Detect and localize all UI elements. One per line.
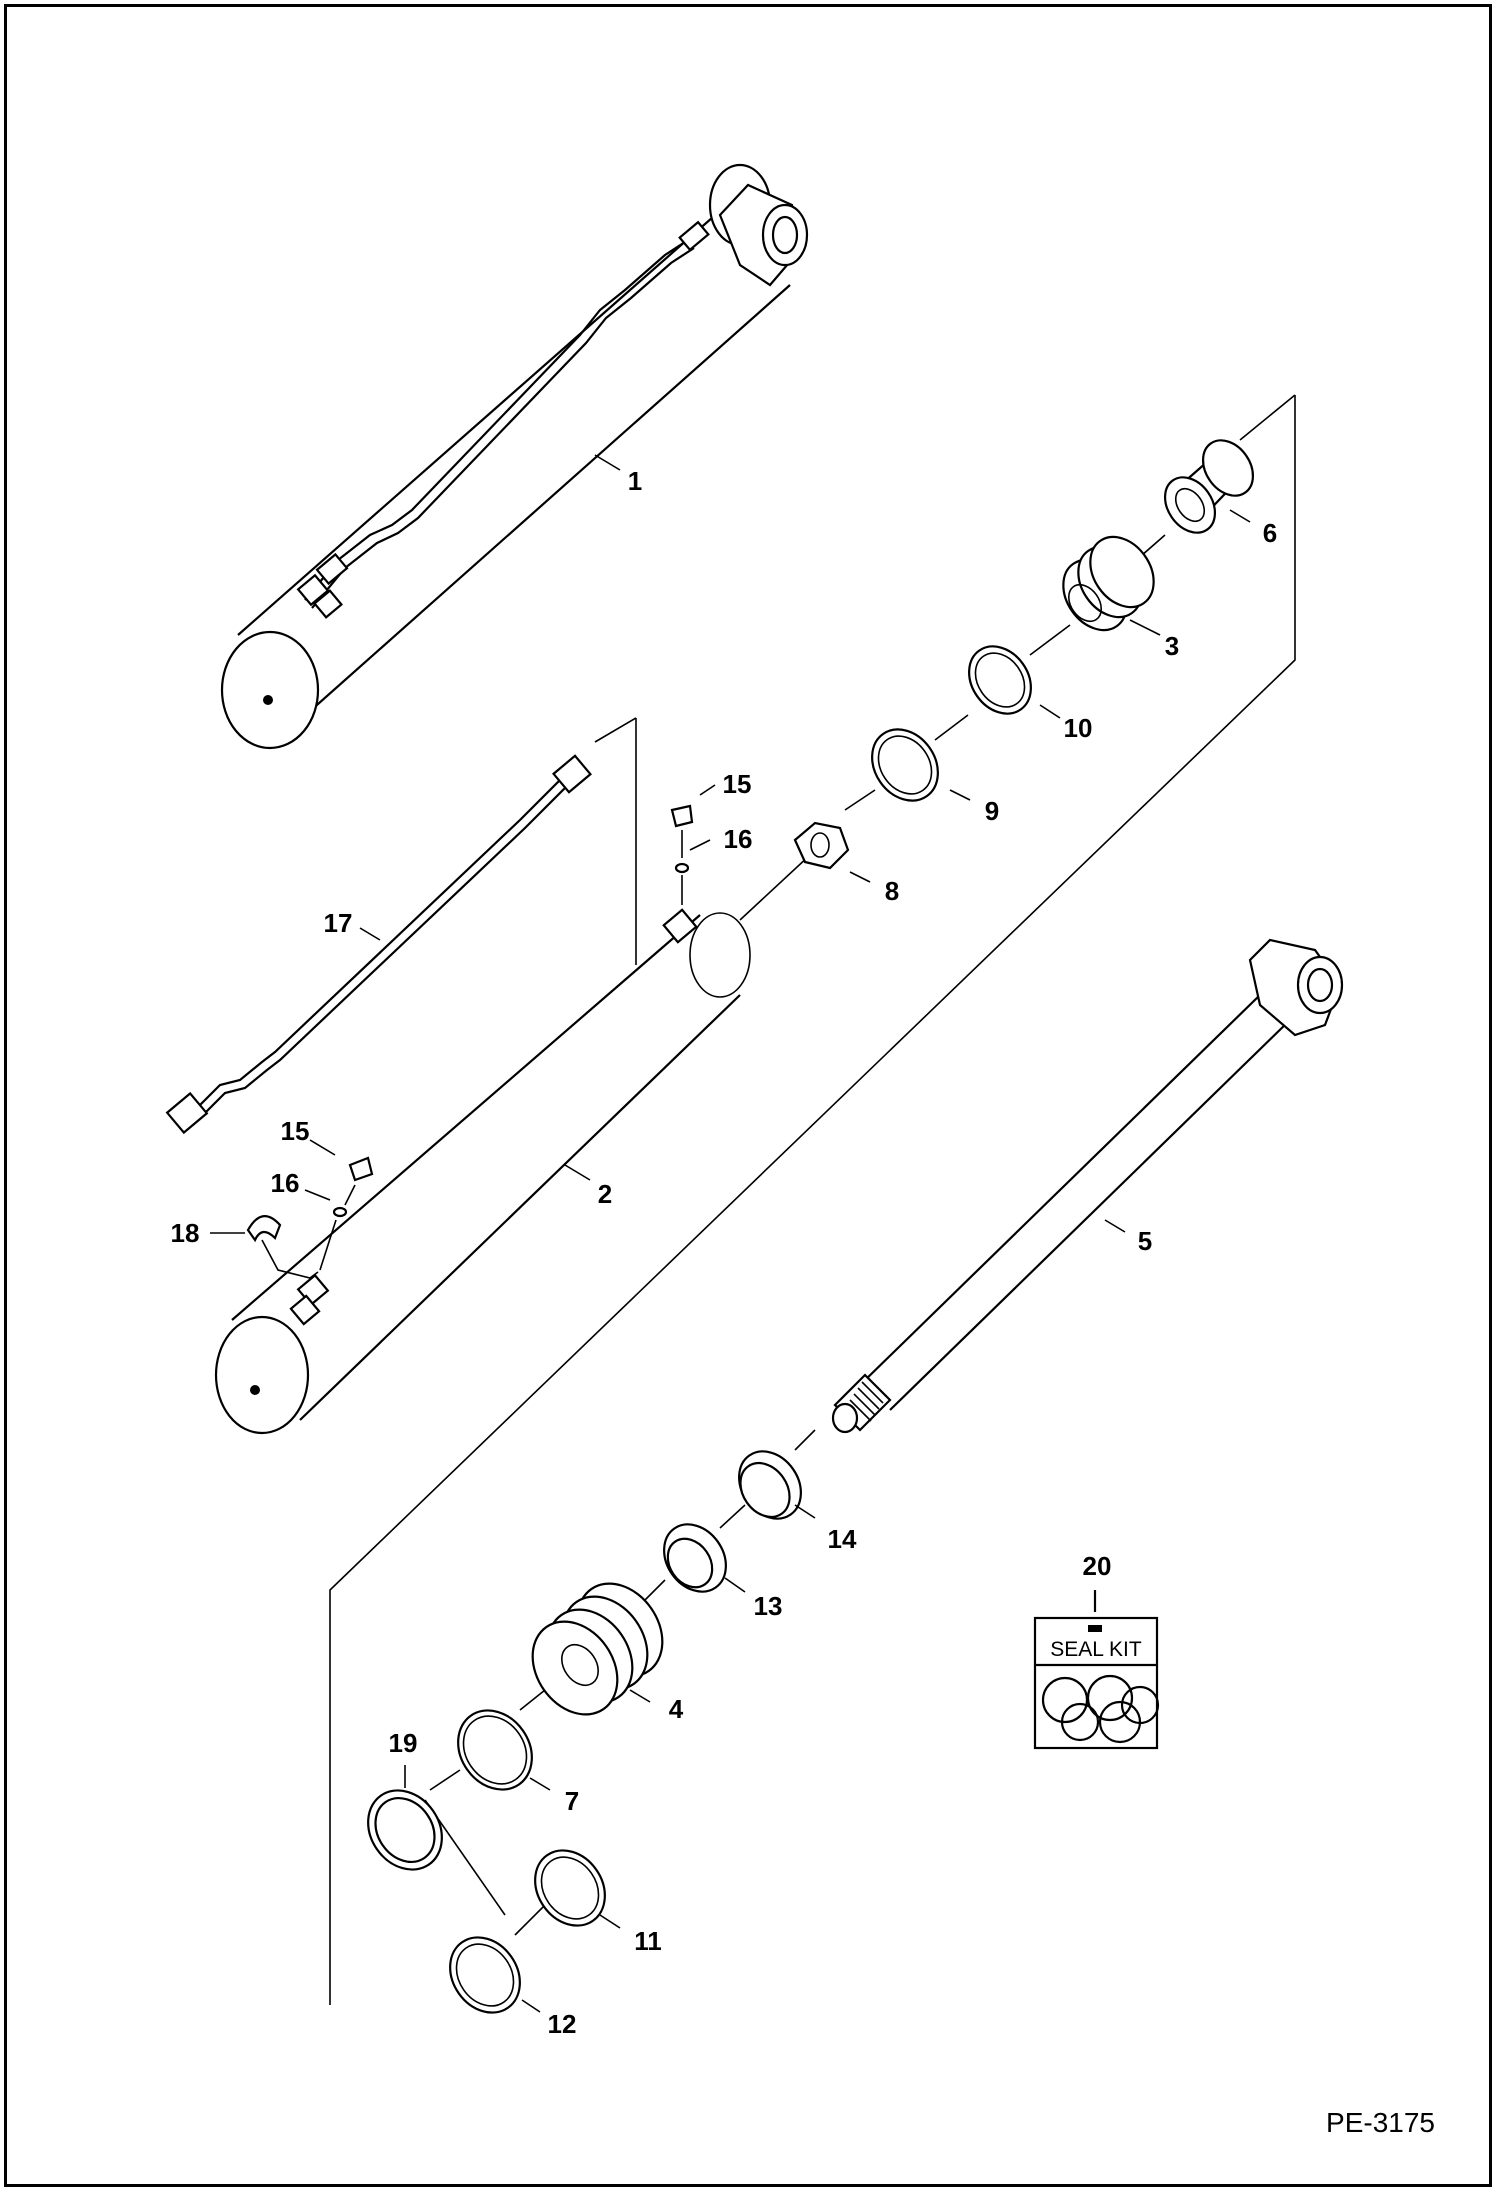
callout-8: 8 [885,876,899,906]
explosion-plane-lines [329,394,1296,2005]
seal-ring-12 [449,1936,521,2014]
grease-fitting-top [670,804,694,905]
callout-18: 18 [171,1218,200,1248]
callout-16-lower: 16 [271,1168,300,1198]
document-id: PE-3175 [1326,2107,1435,2138]
callout-4: 4 [669,1694,684,1724]
callout-20: 20 [1083,1551,1112,1581]
callout-7: 7 [565,1786,579,1816]
grease-fitting-lower [246,1156,374,1279]
assembled-cylinder [220,163,809,750]
callout-1: 1 [628,466,642,496]
callout-2: 2 [598,1179,612,1209]
callout-6: 6 [1263,518,1277,548]
seal-kit-label: SEAL KIT [1050,1638,1142,1661]
callout-labels: 1 2 3 4 5 6 7 8 9 10 11 12 13 14 15 16 1… [171,466,1278,2039]
callout-17: 17 [324,908,353,938]
diagram-border [4,4,1492,2187]
callout-15-lower: 15 [281,1116,310,1146]
hex-nut [793,821,850,870]
gland-head [1062,535,1155,632]
piston [531,1582,664,1716]
hydraulic-tube [165,754,592,1135]
callout-leaders [210,454,1251,2013]
seal-kit-package: SEAL KIT [1033,1590,1160,1750]
callout-9: 9 [985,796,999,826]
cylinder-barrel [214,908,751,1435]
callout-16-top: 16 [724,824,753,854]
callout-13: 13 [754,1591,783,1621]
seal-ring-7 [457,1709,533,1791]
seal-ring-11 [534,1849,606,1927]
seal-ring-10 [968,645,1032,715]
callout-11: 11 [634,1926,662,1956]
callout-10: 10 [1064,713,1093,743]
callout-19: 19 [389,1728,418,1758]
callout-15-top: 15 [723,769,752,799]
piston-rod [831,938,1344,1434]
callout-3: 3 [1165,631,1179,661]
callout-12: 12 [548,2009,577,2039]
callout-5: 5 [1138,1226,1152,1256]
seal-ring-9 [871,728,939,802]
bushing [1163,439,1255,534]
callout-14: 14 [828,1524,857,1554]
